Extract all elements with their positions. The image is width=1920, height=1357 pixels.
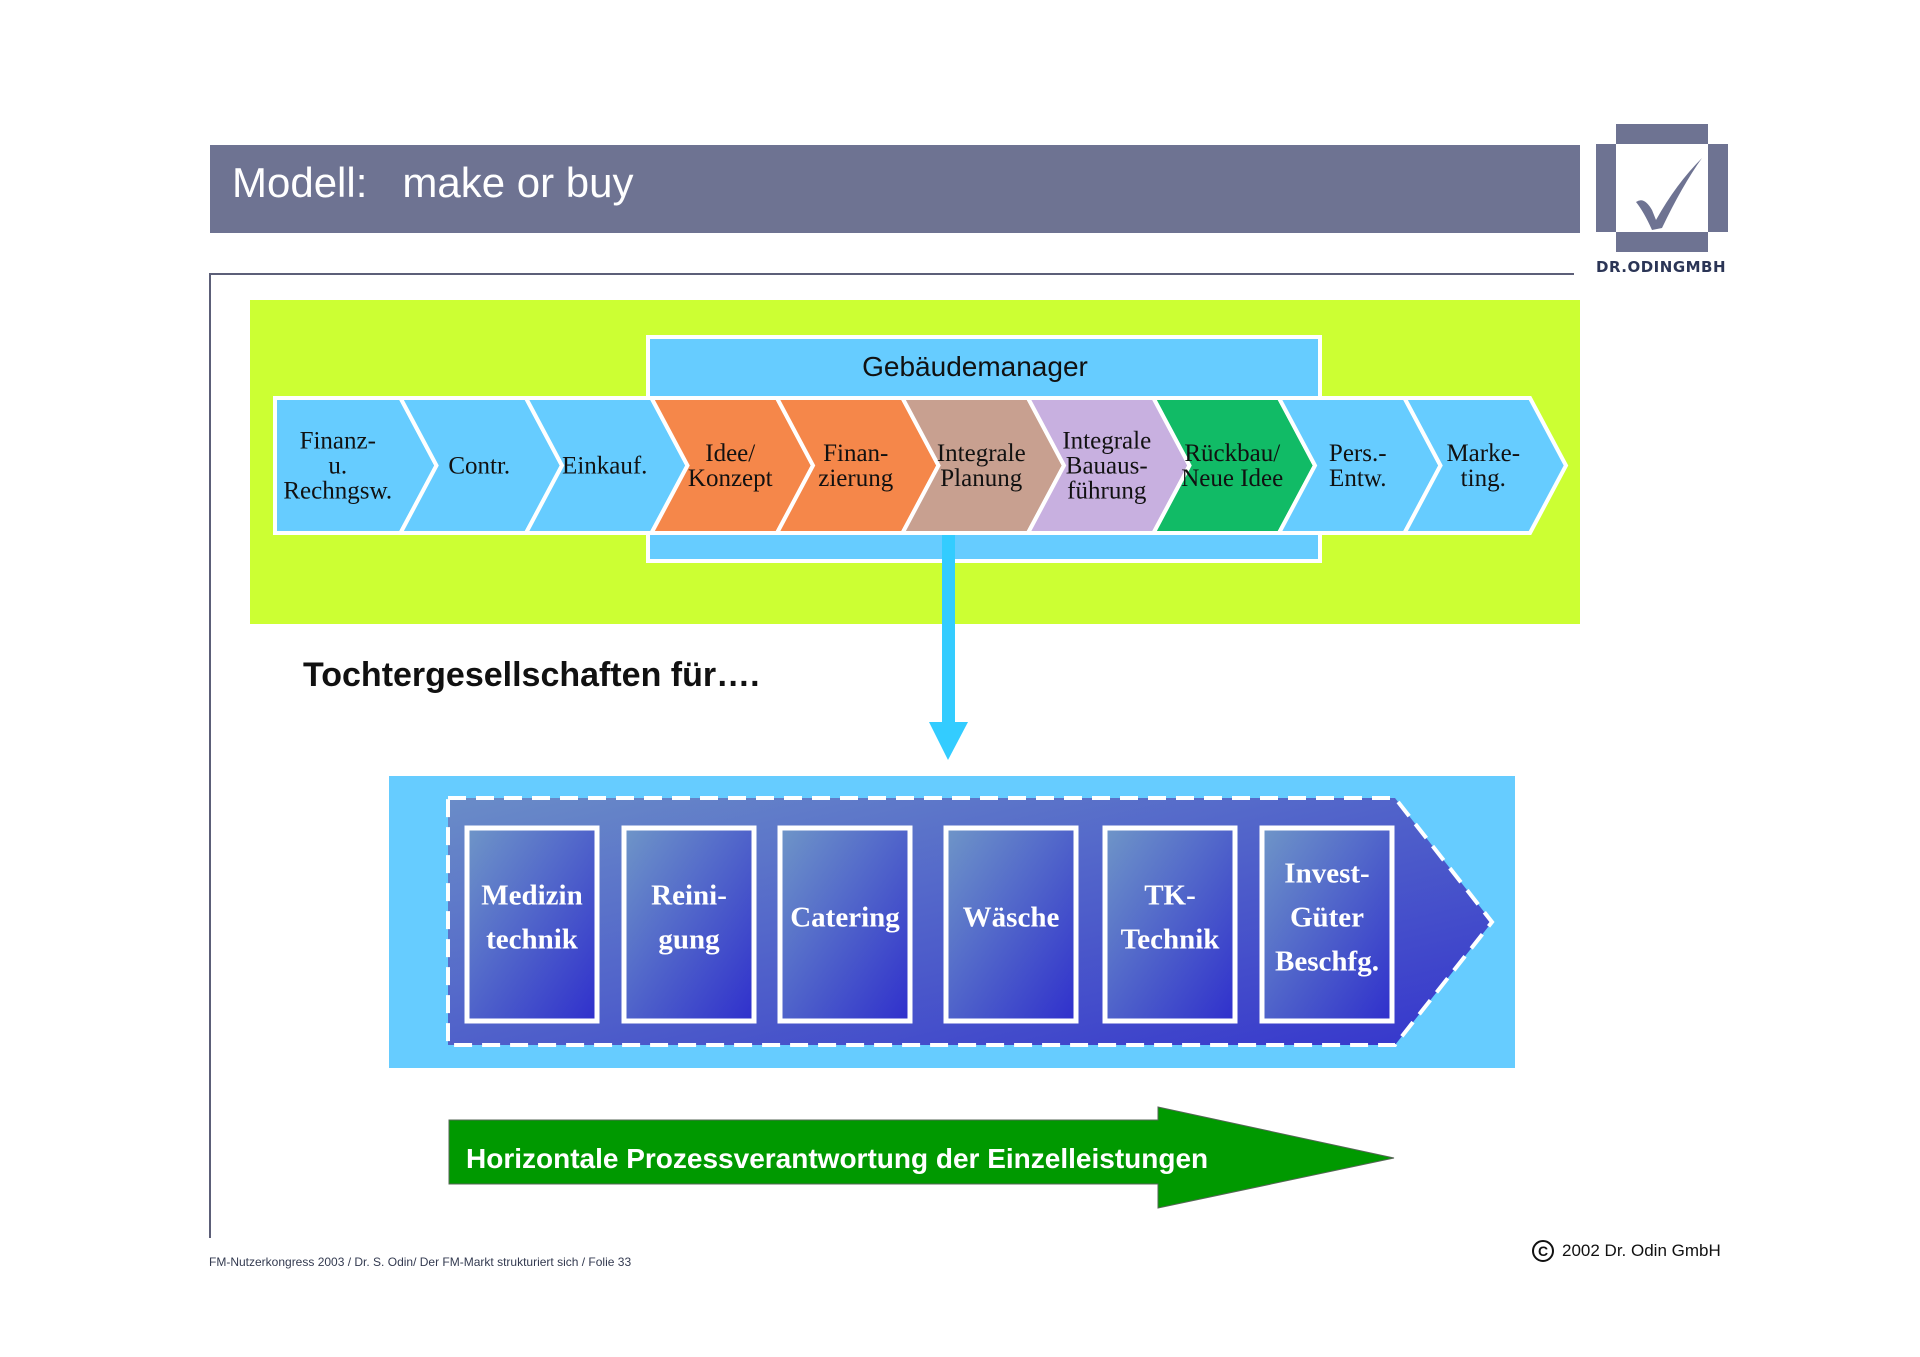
footer-source: FM-Nutzerkongress 2003 / Dr. S. Odin/ De… xyxy=(209,1255,632,1269)
subsidiary-box xyxy=(621,825,757,1024)
subsidiary-label: Catering xyxy=(790,902,900,934)
value-chain-step-label: Marke-ting. xyxy=(1446,440,1520,492)
value-chain-step-label: Finanz-u.Rechngsw. xyxy=(283,428,392,505)
subsidiary-box xyxy=(777,825,913,1024)
subsidiary-box xyxy=(943,825,1079,1024)
slide-title: Modell: make or buy xyxy=(232,159,634,206)
subsidiary-box xyxy=(464,825,600,1024)
value-chain-step xyxy=(1401,396,1569,535)
copyright-icon: C xyxy=(1532,1240,1554,1262)
title-bar: Modell: make or buy xyxy=(210,145,1580,233)
company-logo xyxy=(1596,124,1728,252)
down-arrow-shaft xyxy=(942,535,955,725)
frame-top-line xyxy=(209,273,1574,275)
process-arrow-label: Horizontale Prozessverantwortung der Ein… xyxy=(466,1143,1208,1174)
subsidiary-label: Reini-gung xyxy=(651,880,727,956)
subsidiary-box xyxy=(1102,825,1238,1024)
checkmark-icon xyxy=(1636,158,1702,230)
logo-frame-icon xyxy=(1596,124,1728,252)
process-arrow xyxy=(448,1106,1395,1209)
subsidiaries-heading: Tochtergesellschaften für…. xyxy=(303,656,760,694)
value-chain-step-label: Contr. xyxy=(448,453,510,480)
subsidiary-label: Wäsche xyxy=(963,902,1060,934)
value-chain-step-label: Finan-zierung xyxy=(818,440,893,492)
value-chain: Finanz-u.Rechngsw. Contr. Einkauf. Idee/Kon… xyxy=(273,396,1569,535)
value-chain-step-label: Einkauf. xyxy=(562,453,647,480)
subsidiary-label: TK-Technik xyxy=(1121,880,1221,956)
value-chain-step-label: Rückbau/Neue Idee xyxy=(1181,440,1283,492)
copyright-text: 2002 Dr. Odin GmbH xyxy=(1562,1241,1721,1260)
subsidiary-box xyxy=(1259,825,1395,1024)
logo-text: DR.ODINGMBH xyxy=(1596,258,1727,276)
footer-copyright: C 2002 Dr. Odin GmbH xyxy=(1532,1240,1721,1262)
down-arrow-head xyxy=(929,722,968,760)
frame-left-line xyxy=(209,273,211,1238)
value-chain-step-label: Pers.-Entw. xyxy=(1329,440,1387,492)
manager-label: Gebäudemanager xyxy=(862,351,1088,382)
value-chain-step-label: Idee/Konzept xyxy=(688,440,773,492)
